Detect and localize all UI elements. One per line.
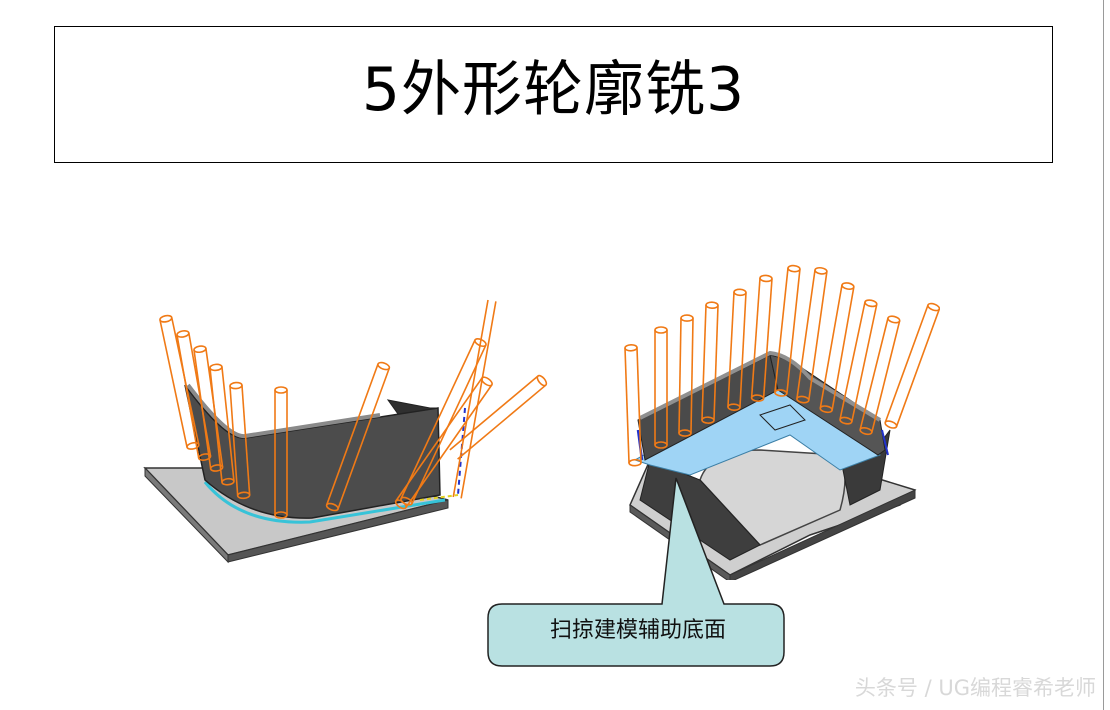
- callout-label: 扫掠建模辅助底面: [549, 618, 726, 643]
- page-title: 5外形轮廓铣3: [361, 55, 746, 125]
- watermark: 头条号 / UG编程睿希老师: [854, 676, 1096, 700]
- callout-bubble: [487, 477, 785, 667]
- slide-right-border: [1103, 0, 1104, 710]
- left-toolpath-figure: [143, 299, 548, 564]
- title-box: 5外形轮廓铣3: [54, 26, 1053, 163]
